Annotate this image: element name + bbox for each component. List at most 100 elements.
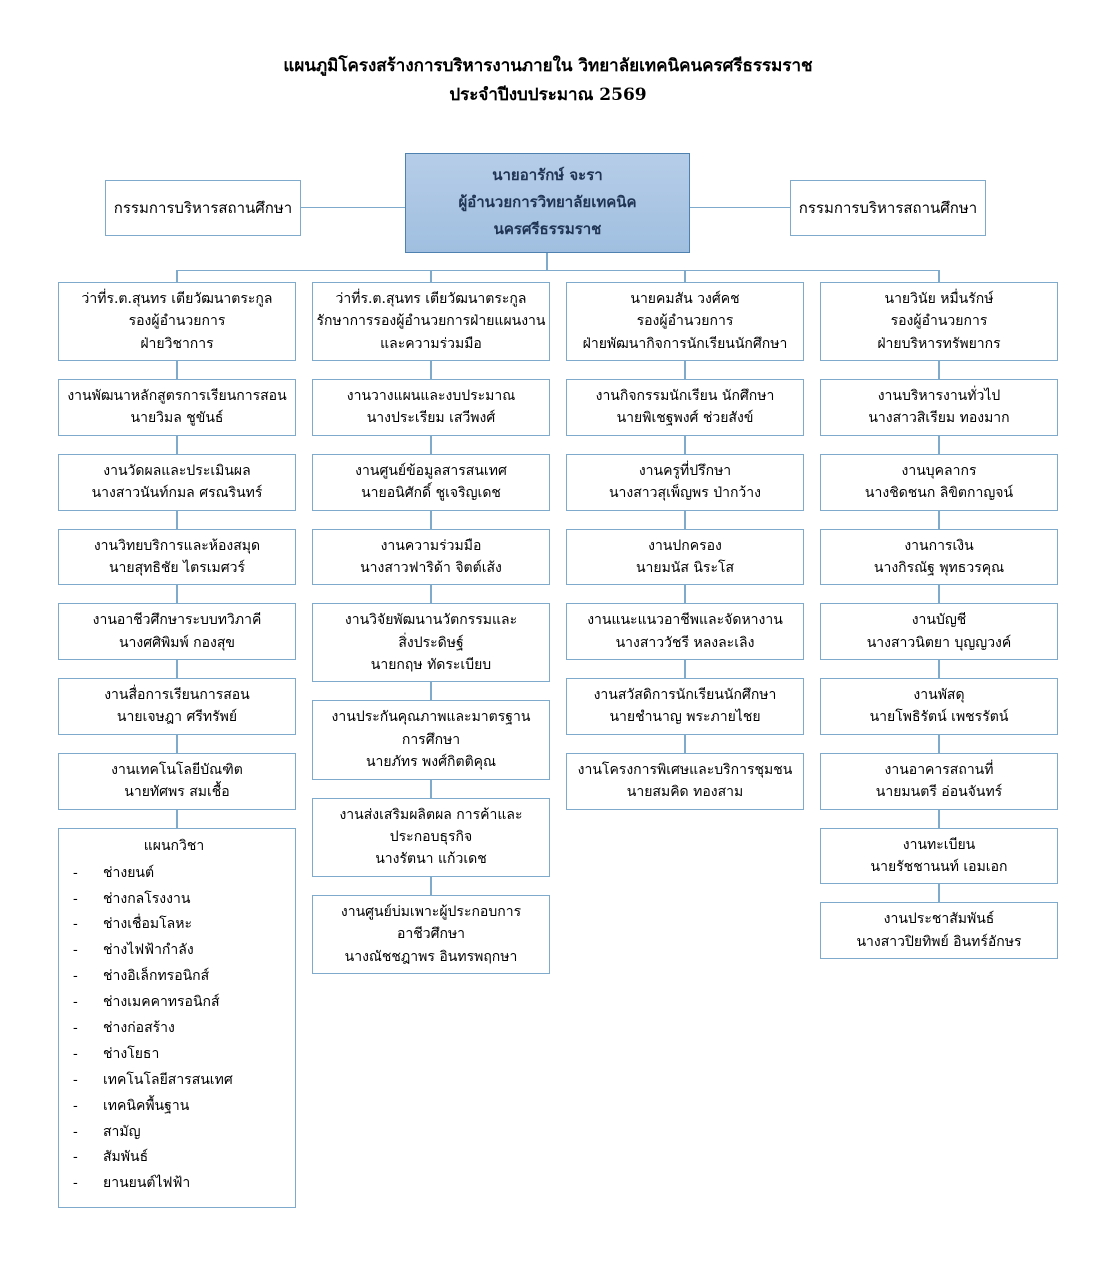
dept-item: -เทคนิคพื้นฐาน (73, 1094, 289, 1120)
unit-box-line: งานสื่อการเรียนการสอน (104, 687, 250, 704)
dept-item: - ช่างเชื่อมโลหะ (73, 912, 289, 938)
dept-item-label: เทคโนโลยีสารสนเทศ (103, 1071, 233, 1088)
dept-item: -ช่างไฟฟ้ากำลัง (73, 938, 289, 964)
dept-item: - สามัญ (73, 1120, 289, 1146)
connector-vline (176, 435, 178, 454)
connector-vline (938, 660, 940, 679)
connector-vline (684, 660, 686, 679)
unit-box-line: งานสวัสดิการนักเรียนนักศึกษา (593, 687, 777, 704)
unit-box-line: งานพัสดุ (913, 687, 965, 704)
unit-box: งานครูที่ปรึกษานางสาวสุเพ็ญพร ป่ากว้าง (566, 453, 804, 511)
unit-box: งานเทคโนโลยีบัณฑิตนายทัศพร สมเชื้อ (58, 752, 296, 810)
dept-item-dash: - (73, 1123, 78, 1140)
unit-box-line: นายทัศพร สมเชื้อ (124, 784, 230, 801)
unit-box-line: งานความร่วมมือ (380, 537, 482, 554)
connector-vline (430, 876, 432, 895)
connector-vline (684, 360, 686, 379)
unit-box: งานแนะแนวอาชีพและจัดหางานนางสาววัชรี หลง… (566, 603, 804, 661)
connector-vline (938, 360, 940, 379)
unit-box: งานบริหารงานทั่วไปนางสาวสิเรียม ทองมาก (820, 378, 1058, 436)
connector-col3-stub (684, 269, 686, 282)
division-columns: ว่าที่ร.ต.สุนทร เตียวัฒนาตระกูลรองผู้อำน… (0, 281, 1096, 1209)
division-column-1: ว่าที่ร.ต.สุนทร เตียวัฒนาตระกูลรองผู้อำน… (58, 281, 296, 1209)
division-head-box: ว่าที่ร.ต.สุนทร เตียวัฒนาตระกูลรองผู้อำน… (58, 281, 296, 361)
dept-item-label: ยานยนต์ไฟฟ้า (103, 1175, 191, 1192)
division-head-line: ฝ่ายวิชาการ (140, 335, 214, 352)
unit-box: งานพัสดุนายโพธิรัตน์ เพชรรัตน์ (820, 678, 1058, 735)
unit-box-line: งานบัญชี (911, 612, 967, 629)
unit-box-line: งานวางแผนและงบประมาณ (346, 387, 516, 404)
unit-box: งานส่งเสริมผลิตผล การค้าและประกอบธุรกิจน… (312, 797, 550, 877)
unit-box-line: นายเจษฎา ศรีทรัพย์ (116, 709, 238, 726)
unit-box: งานศูนย์ข้อมูลสารสนเทศนายอนิศักดิ์ ชูเจร… (312, 453, 550, 511)
dept-item-label: ช่างเชื่อมโลหะ (103, 916, 192, 933)
division-head-line: รองผู้อำนวยการ (890, 313, 988, 330)
unit-box-line: นางประเรียม เสวีพงศ์ (366, 410, 496, 427)
connector-vline (430, 682, 432, 701)
connector-vline (176, 585, 178, 604)
dept-item: - ช่างโยธา (73, 1042, 289, 1068)
connector-vline (430, 435, 432, 454)
unit-box-line: นายภัทร พงศ์กิตติคุณ (365, 754, 497, 771)
connector-left-committee (301, 206, 405, 209)
division-head-line: ว่าที่ร.ต.สุนทร เตียวัฒนาตระกูล (81, 290, 273, 307)
unit-box: งานวัดผลและประเมินผลนางสาวนันท์กมล ศรณริ… (58, 453, 296, 511)
division-head-box: นายคมสัน วงศ์คชรองผู้อำนวยการฝ่ายพัฒนากิ… (566, 281, 804, 361)
connector-vline (176, 360, 178, 379)
dept-item: - ช่างอิเล็กทรอนิกส์ (73, 964, 289, 990)
dept-item-label: ช่างโยธา (103, 1045, 160, 1062)
dept-item: -ช่างก่อสร้าง (73, 1016, 289, 1042)
unit-box-line: งานศูนย์บ่มเพาะผู้ประกอบการ (340, 903, 522, 920)
unit-box-line: งานพัฒนาหลักสูตรการเรียนการสอน (67, 387, 287, 404)
dept-item-label: สัมพันธ์ (103, 1149, 149, 1166)
dept-item-dash: - (73, 864, 78, 881)
unit-box: งานสื่อการเรียนการสอนนายเจษฎา ศรีทรัพย์ (58, 678, 296, 735)
unit-box-line: งานทะเบียน (902, 836, 976, 853)
unit-box-line: งานการเงิน (904, 537, 974, 554)
dept-item-label: ช่างอิเล็กทรอนิกส์ (103, 968, 210, 985)
unit-box-line: นางสาวฟาริด้า จิตต์เส้ง (360, 559, 502, 576)
unit-box-line: ประกอบธุรกิจ (389, 829, 473, 846)
unit-box-line: การศึกษา (401, 731, 461, 748)
unit-box-line: งานวัดผลและประเมินผล (103, 462, 251, 479)
unit-box-line: งานปกครอง (648, 537, 722, 554)
connector-vline (684, 734, 686, 753)
dept-item: -เทคโนโลยีสารสนเทศ (73, 1068, 289, 1094)
unit-box-line: นางศศิพิมพ์ กองสุข (118, 634, 235, 651)
dept-item-label: ช่างยนต์ (103, 864, 155, 881)
unit-box-line: งานกิจกรรมนักเรียน นักศึกษา (595, 387, 775, 404)
division-head-box: นายวินัย หมื่นรักษ์รองผู้อำนวยการฝ่ายบริ… (820, 281, 1058, 361)
division-head-line: ฝ่ายบริหารทรัพยากร (877, 335, 1001, 352)
unit-box-line: นางสาวนันท์กมล ศรณรินทร์ (91, 485, 263, 502)
unit-box-line: นางชิดชนก ลิขิตกาญจน์ (864, 485, 1014, 502)
dept-item-dash: - (73, 994, 78, 1011)
connector-vline (684, 585, 686, 604)
dept-item-dash: - (73, 942, 78, 959)
unit-box-line: งานครูที่ปรึกษา (638, 462, 732, 479)
unit-box-line: งานประกันคุณภาพและมาตรฐาน (331, 709, 531, 726)
committee-box-right: กรรมการบริหารสถานศึกษา (790, 179, 986, 236)
dept-item-label: ช่างก่อสร้าง (103, 1019, 175, 1036)
unit-box-line: อาชีวศึกษา (396, 926, 466, 943)
division-head-line: นายวินัย หมื่นรักษ์ (884, 290, 994, 307)
connector-vline (430, 585, 432, 604)
unit-box-line: งานอาคารสถานที่ (884, 761, 994, 778)
connector-director-down (546, 252, 548, 270)
unit-box: งานวางแผนและงบประมาณนางประเรียม เสวีพงศ์ (312, 378, 550, 436)
unit-box: งานสวัสดิการนักเรียนนักศึกษานายชำนาญ พระ… (566, 678, 804, 735)
division-head-line: ว่าที่ร.ต.สุนทร เตียวัฒนาตระกูล (335, 290, 527, 307)
connector-vline (176, 660, 178, 679)
unit-box-line: สิ่งประดิษฐ์ (398, 634, 464, 651)
unit-box: งานบัญชีนางสาวนิตยา บุญญวงค์ (820, 603, 1058, 661)
unit-box-line: นายมนัส นิระโส (635, 559, 735, 576)
page-title-line1: แผนภูมิโครงสร้างการบริหารงานภายใน วิทยาล… (283, 56, 813, 76)
dept-item-dash: - (73, 1045, 78, 1062)
dept-item-dash: - (73, 968, 78, 985)
unit-box: งานการเงินนางกิรณัฐ พุทธวรคุณ (820, 528, 1058, 586)
connector-vline (430, 360, 432, 379)
dept-item-dash: - (73, 916, 78, 933)
dept-item-label: สามัญ (103, 1123, 141, 1140)
unit-box-line: นายกฤษ ทัดระเบียบ (370, 657, 492, 674)
committee-left-label: กรรมการบริหารสถานศึกษา (113, 198, 293, 217)
connector-vline (938, 734, 940, 753)
